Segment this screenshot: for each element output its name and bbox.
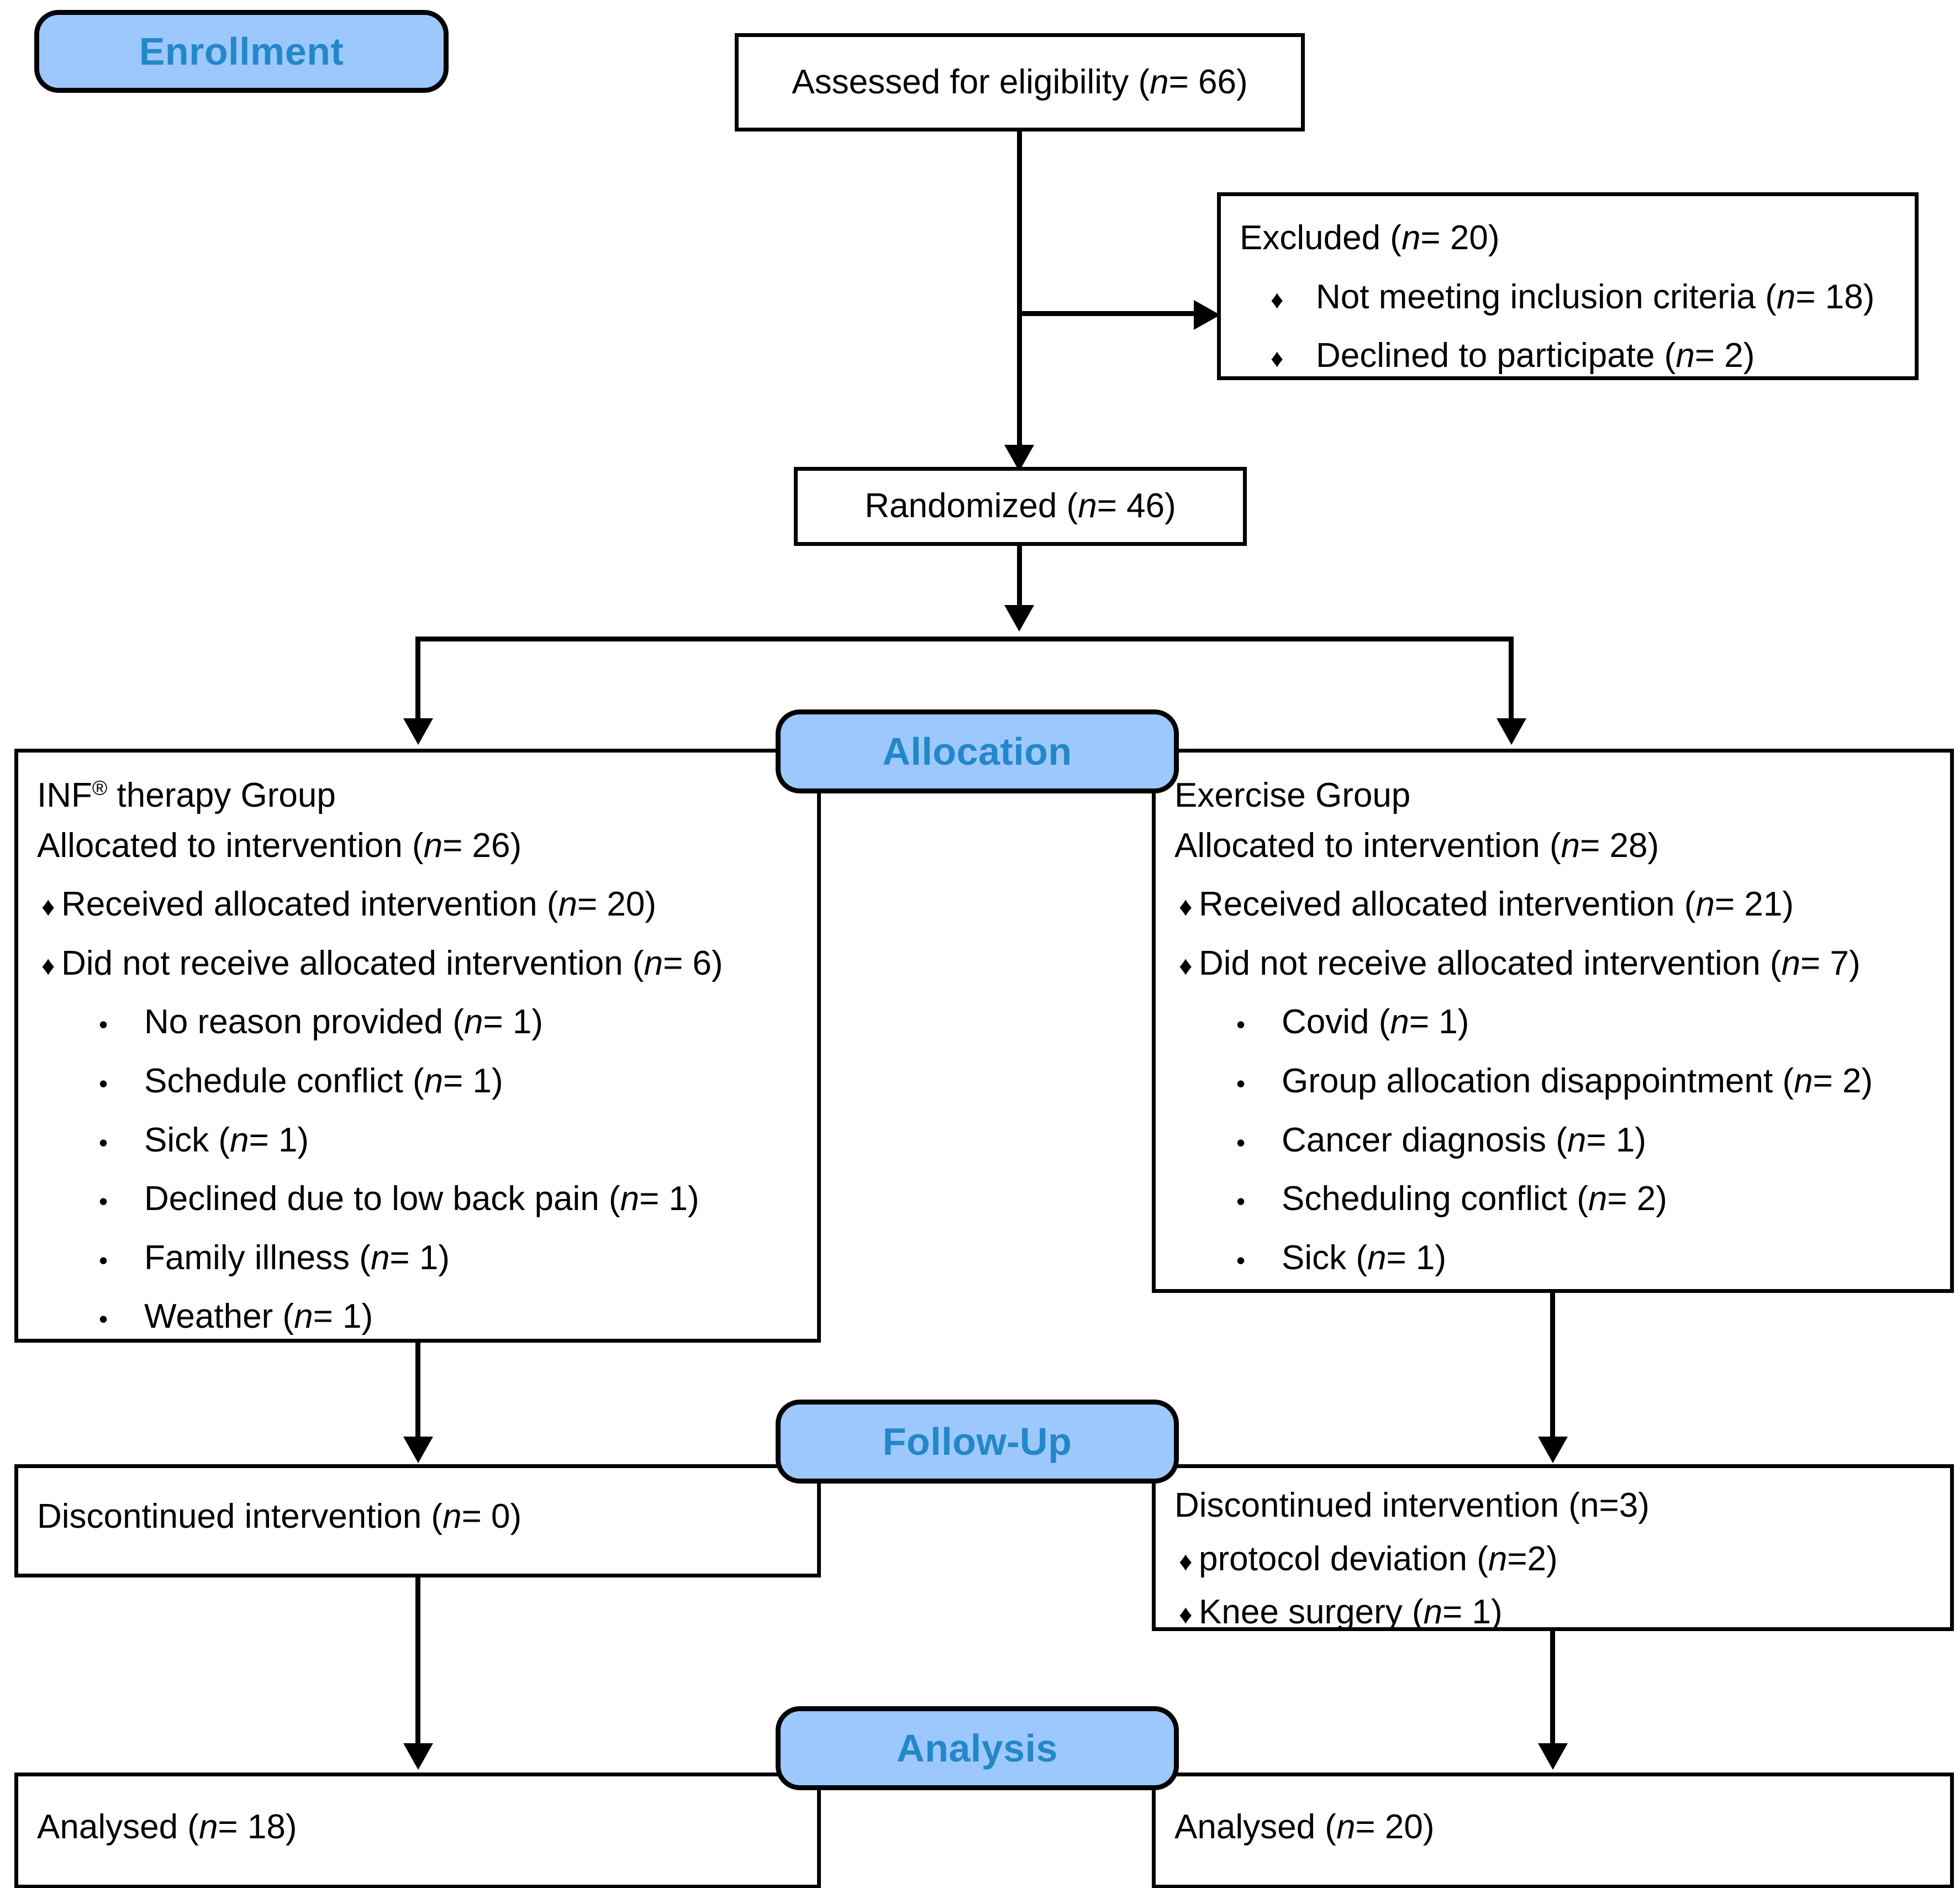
arrow-to-left-allocation — [403, 718, 433, 745]
right-group-title: Exercise Group — [1174, 776, 1411, 814]
arrow-randomized-split — [1004, 605, 1034, 632]
stage-badge-followup: Follow-Up — [776, 1400, 1179, 1484]
right-reason-3: •Scheduling conflict (n= 2) — [1236, 1180, 1667, 1218]
round-bullet-icon: • — [99, 1069, 108, 1098]
arrow-right-to-analysis — [1538, 1743, 1568, 1770]
diamond-bullet-icon: ♦ — [41, 892, 55, 922]
left-group-title: INF® therapy Group — [37, 776, 336, 814]
registered-trademark-icon: ® — [92, 776, 108, 800]
diamond-bullet-icon: ♦ — [1179, 951, 1193, 981]
stage-badge-enrollment: Enrollment — [34, 10, 449, 93]
assessed-text-after: = 66) — [1168, 62, 1248, 101]
diamond-bullet-icon: ♦ — [41, 951, 55, 981]
right-reason-2: •Cancer diagnosis (n= 1) — [1236, 1121, 1646, 1159]
diamond-bullet-icon: ♦ — [1271, 285, 1284, 314]
stage-badge-enrollment-label: Enrollment — [139, 30, 344, 73]
arrow-to-excluded — [1194, 300, 1220, 330]
round-bullet-icon: • — [1236, 1069, 1246, 1098]
round-bullet-icon: • — [99, 1010, 108, 1039]
box-excluded: Excluded (n= 20) ♦Not meeting inclusion … — [1217, 192, 1919, 380]
assessed-n: n — [1150, 62, 1169, 101]
box-assessed-for-eligibility: Assessed for eligibility (n= 66) — [735, 33, 1305, 132]
followup-right-item-0: ♦protocol deviation (n=2) — [1174, 1537, 1931, 1582]
connector-left-alloc-to-followup — [415, 1343, 420, 1442]
round-bullet-icon: • — [99, 1305, 108, 1334]
followup-left-heading: Discontinued intervention (n= 0) — [37, 1497, 522, 1535]
followup-right-heading: Discontinued intervention (n=3) — [1174, 1486, 1650, 1524]
stage-badge-analysis-label: Analysis — [897, 1727, 1058, 1770]
right-reason-4: •Sick (n= 1) — [1236, 1238, 1447, 1277]
box-followup-right: Discontinued intervention (n=3) ♦protoco… — [1152, 1464, 1954, 1631]
stage-badge-followup-label: Follow-Up — [882, 1420, 1072, 1463]
connector-assessed-trunk — [1017, 132, 1022, 469]
box-allocation-left-inf-therapy: INF® therapy Group Allocated to interven… — [14, 749, 821, 1343]
arrow-left-to-followup — [403, 1437, 433, 1463]
connector-split-left — [415, 637, 420, 721]
box-followup-left: Discontinued intervention (n= 0) — [14, 1464, 821, 1577]
assessed-text-before: Assessed for eligibility ( — [792, 62, 1150, 101]
left-reason-4: •Family illness (n= 1) — [99, 1238, 450, 1277]
left-bullet-1: ♦Did not receive allocated intervention … — [37, 942, 798, 986]
diamond-bullet-icon: ♦ — [1179, 892, 1193, 922]
diamond-bullet-icon: ♦ — [1271, 344, 1284, 373]
analysis-left-text: Analysed (n= 18) — [37, 1808, 297, 1846]
arrow-right-to-followup — [1538, 1437, 1568, 1463]
analysis-right-text: Analysed (n= 20) — [1174, 1808, 1435, 1846]
connector-left-followup-to-analysis — [415, 1577, 420, 1749]
connector-split-right — [1509, 637, 1514, 721]
connector-to-excluded — [1017, 311, 1194, 316]
right-reason-1: •Group allocation disappointment (n= 2) — [1236, 1061, 1873, 1100]
round-bullet-icon: • — [1236, 1245, 1246, 1275]
connector-right-alloc-to-followup — [1550, 1293, 1555, 1442]
randomized-text: Randomized (n= 46) — [865, 487, 1176, 525]
box-analysis-left: Analysed (n= 18) — [14, 1773, 821, 1888]
box-allocation-right-exercise: Exercise Group Allocated to intervention… — [1152, 749, 1954, 1293]
excluded-heading: Excluded (n= 20) — [1240, 219, 1500, 257]
left-reason-1: •Schedule conflict (n= 1) — [99, 1061, 503, 1100]
diamond-bullet-icon: ♦ — [1179, 1547, 1193, 1576]
round-bullet-icon: • — [99, 1187, 108, 1216]
round-bullet-icon: • — [1236, 1187, 1246, 1216]
assessed-text: Assessed for eligibility (n= 66) — [792, 60, 1247, 105]
left-reason-3: •Declined due to low back pain (n= 1) — [99, 1180, 699, 1218]
followup-right-item-1: ♦Knee surgery (n= 1) — [1174, 1590, 1931, 1635]
round-bullet-icon: • — [1236, 1128, 1246, 1157]
left-reason-0: •No reason provided (n= 1) — [99, 1003, 544, 1042]
left-allocated-to-intervention: Allocated to intervention (n= 26) — [37, 826, 522, 865]
connector-randomized-down — [1017, 546, 1022, 607]
arrow-to-right-allocation — [1497, 718, 1526, 745]
arrow-left-to-analysis — [403, 1743, 433, 1770]
excluded-item-0: ♦Not meeting inclusion criteria (n= 18) — [1271, 277, 1875, 316]
round-bullet-icon: • — [1236, 1010, 1246, 1039]
connector-right-followup-to-analysis — [1550, 1631, 1555, 1749]
right-allocated-to-intervention: Allocated to intervention (n= 28) — [1174, 826, 1659, 865]
box-analysis-right: Analysed (n= 20) — [1152, 1773, 1954, 1888]
round-bullet-icon: • — [99, 1128, 108, 1157]
left-reason-2: •Sick (n= 1) — [99, 1121, 309, 1159]
round-bullet-icon: • — [99, 1245, 108, 1275]
right-reason-0: •Covid (n= 1) — [1236, 1003, 1469, 1042]
stage-badge-allocation: Allocation — [776, 709, 1179, 793]
box-randomized: Randomized (n= 46) — [794, 467, 1247, 546]
diamond-bullet-icon: ♦ — [1179, 1600, 1193, 1630]
right-bullet-1: ♦Did not receive allocated intervention … — [1174, 942, 1931, 986]
stage-badge-allocation-label: Allocation — [882, 730, 1072, 773]
right-bullet-0: ♦Received allocated intervention (n= 21) — [1174, 882, 1931, 927]
left-bullet-0: ♦Received allocated intervention (n= 20) — [37, 882, 798, 927]
left-reason-5: •Weather (n= 1) — [99, 1297, 373, 1336]
excluded-item-1: ♦Declined to participate (n= 2) — [1271, 336, 1755, 375]
connector-split-bar — [415, 637, 1514, 641]
stage-badge-analysis: Analysis — [776, 1706, 1179, 1790]
